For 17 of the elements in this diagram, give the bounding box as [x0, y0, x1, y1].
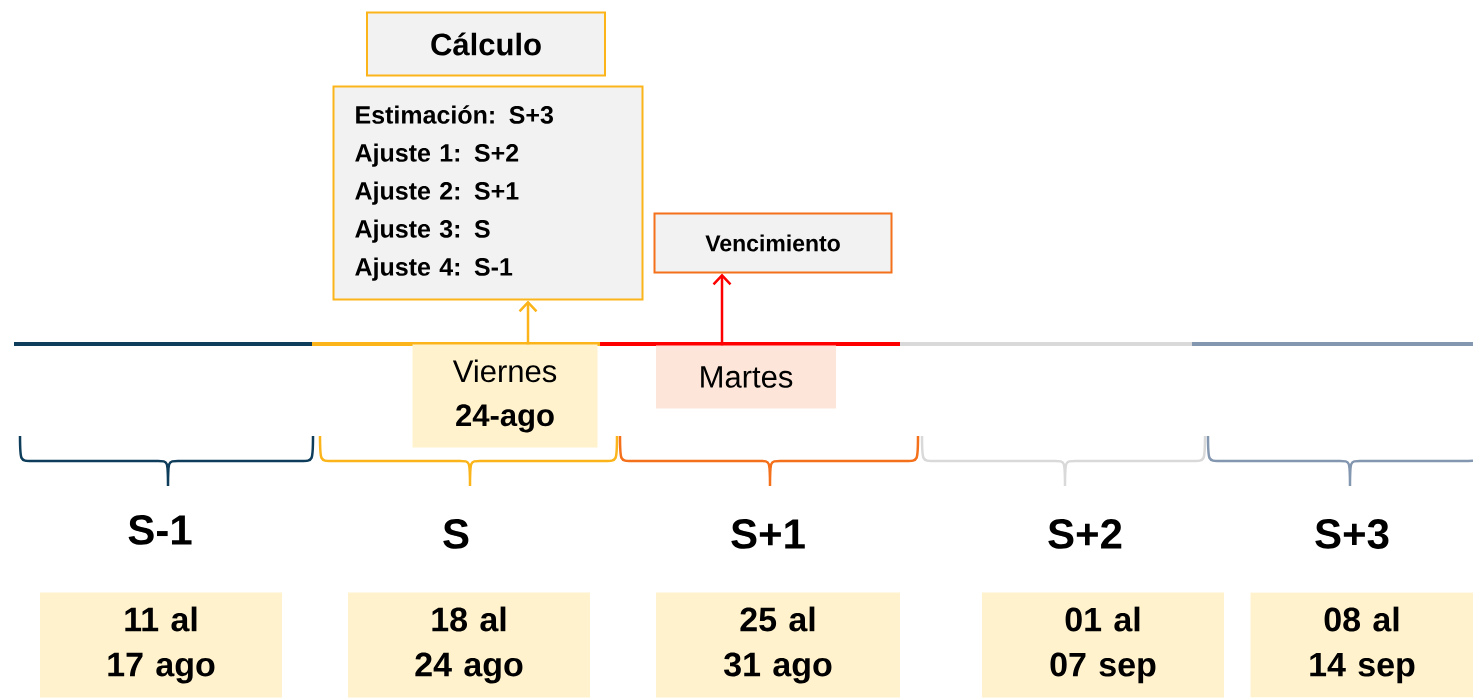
arrow: [712, 273, 732, 346]
day-box: Martes: [656, 345, 836, 409]
week-label: S+1: [731, 519, 805, 549]
date-box: 11 al 17 ago: [40, 592, 282, 698]
week-label: S+3: [1315, 519, 1389, 549]
heading-box: Cálculo: [366, 11, 606, 77]
date-box: 08 al 14 sep: [1250, 592, 1473, 698]
date-box: 01 al 07 sep: [982, 592, 1224, 698]
calculation-box: Estimación: S+3 Ajuste 1: S+2 Ajuste 2: S+1 Ajuste 3: S Ajuste 4: S-1: [332, 85, 644, 301]
week-label: S: [443, 519, 469, 549]
due-date-box: Vencimiento: [653, 212, 893, 274]
day-box: Viernes 24-ago: [412, 344, 598, 448]
arrow: [518, 300, 538, 345]
date-box: 18 al 24 ago: [348, 592, 590, 698]
week-label: S-1: [128, 515, 192, 545]
week-label: S+2: [1048, 519, 1122, 549]
date-box: 25 al 31 ago: [656, 592, 900, 698]
